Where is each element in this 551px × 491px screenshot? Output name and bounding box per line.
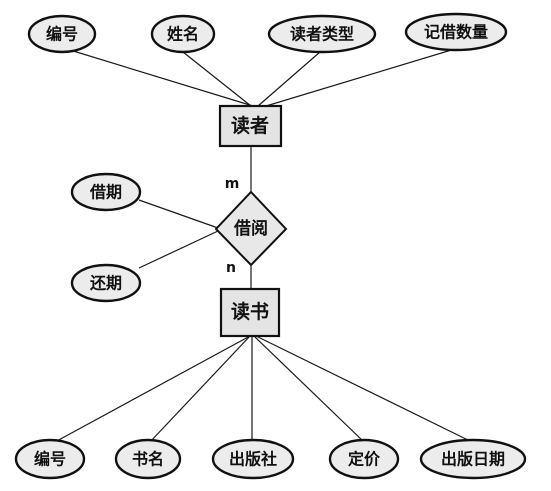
reader-attribute-name: 姓名	[150, 14, 216, 54]
reader-attribute-count: 记借数量	[404, 12, 508, 52]
line-reader-name	[182, 51, 252, 107]
line-book-id	[54, 335, 251, 443]
relationship-borrow-label: 借阅	[233, 218, 268, 239]
book-attribute-id: 编号	[14, 438, 86, 480]
line-book-title	[149, 335, 251, 443]
entity-reader: 读者	[218, 104, 283, 148]
reader-attribute-count-label: 记借数量	[424, 23, 488, 42]
book-attribute-title: 书名	[114, 438, 182, 480]
line-reader-id	[69, 49, 254, 107]
reader-attribute-type-label: 读者类型	[290, 25, 354, 44]
line-borrow-date	[138, 199, 219, 229]
entity-reader-label: 读者	[231, 114, 269, 137]
entity-book-label: 读书	[231, 300, 269, 323]
reader-attribute-type: 读者类型	[267, 14, 377, 54]
reader-attribute-name-label: 姓名	[167, 25, 199, 44]
entity-book: 读书	[219, 287, 281, 338]
borrow-attribute-return-date-label: 还期	[89, 274, 122, 293]
line-book-price	[253, 335, 365, 443]
borrow-attribute-borrow-date-label: 借期	[89, 183, 122, 202]
connector-lines	[54, 47, 473, 443]
book-attribute-title-label: 书名	[132, 450, 164, 469]
book-attribute-id-label: 编号	[34, 450, 66, 469]
line-book-pubdate	[255, 335, 473, 443]
book-attribute-pubdate-label: 出版日期	[441, 450, 505, 469]
book-attribute-publisher-label: 出版社	[229, 450, 277, 469]
cardinality-reader: m	[225, 176, 240, 192]
line-reader-type	[257, 51, 321, 107]
cardinality-book: n	[226, 260, 236, 276]
relationship-borrow: 借阅	[214, 190, 288, 267]
borrow-attribute-borrow-date: 借期	[70, 172, 142, 212]
reader-attribute-id: 编号	[27, 14, 97, 54]
book-attribute-price: 定价	[328, 438, 400, 480]
book-attribute-price-label: 定价	[347, 450, 381, 469]
book-attribute-publisher: 出版社	[211, 438, 295, 480]
book-attribute-pubdate: 出版日期	[419, 438, 527, 480]
line-return-date	[138, 230, 219, 269]
reader-attribute-id-label: 编号	[46, 25, 78, 44]
borrow-attribute-return-date: 还期	[70, 263, 142, 303]
line-reader-count	[265, 47, 459, 107]
